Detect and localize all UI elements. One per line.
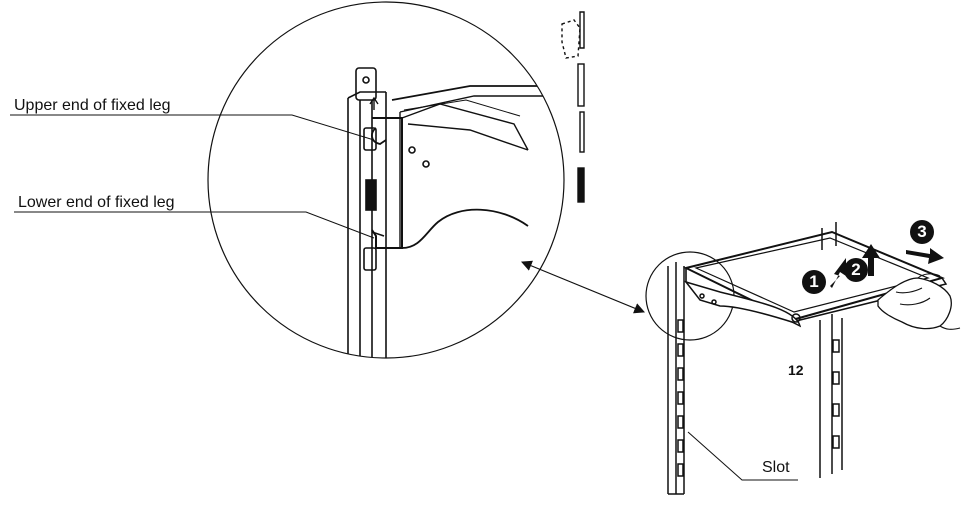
step-2-badge: 2 — [844, 258, 868, 282]
rail-profile — [561, 11, 585, 203]
left-rail-slots — [677, 319, 684, 477]
slot-leader — [687, 431, 798, 481]
rail-zoom — [347, 92, 387, 358]
lower-end-label: Lower end of fixed leg — [18, 194, 175, 211]
hand-illustration — [877, 277, 952, 330]
zoom-detail — [207, 1, 565, 359]
upper-end-label: Upper end of fixed leg — [14, 97, 171, 114]
right-rail-slots — [832, 339, 840, 449]
step-arrows — [830, 244, 944, 288]
upper-end-leader — [10, 114, 375, 141]
shelf-assembly — [645, 222, 961, 495]
lower-end-leader — [14, 211, 375, 239]
step-1-badge: 1 — [802, 270, 826, 294]
zoom-link-arrow — [521, 260, 645, 314]
step-3-badge: 3 — [910, 220, 934, 244]
slot-label: Slot — [762, 459, 790, 476]
figure-number: 12 — [788, 362, 804, 378]
